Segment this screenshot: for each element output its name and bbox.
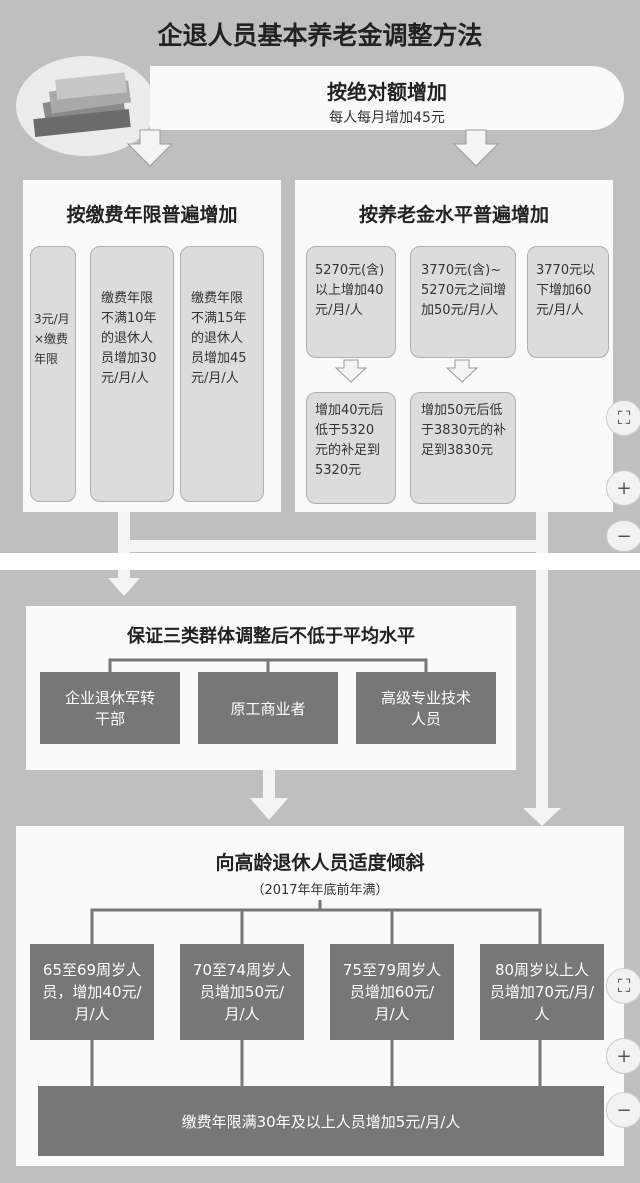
contribution-rule-1: 3元/月×缴费年限: [30, 246, 76, 502]
pension-rule-1: 5270元(含)以上增加40元/月/人: [306, 246, 396, 358]
elderly-subtitle: （2017年年底前年满）: [251, 883, 389, 898]
fixed-amount-subtitle: 每人每月增加45元: [329, 110, 445, 126]
fit-screen-button-lower[interactable]: ⛶: [606, 968, 640, 1004]
money-stack-icon: [16, 56, 156, 156]
age-65-69: 65至69周岁人员，增加40元/月/人: [30, 944, 154, 1040]
zoom-in-button-lower[interactable]: +: [606, 1038, 640, 1074]
zoom-out-button-lower[interactable]: −: [606, 1092, 640, 1128]
fixed-amount-box: 按绝对额增加 每人每月增加45元: [150, 66, 624, 130]
zoom-out-button[interactable]: −: [606, 520, 640, 552]
zoom-in-button[interactable]: +: [606, 470, 640, 506]
fixed-amount-title: 按绝对额增加: [327, 80, 447, 104]
contribution-years-title: 按缴费年限普遍增加: [66, 204, 238, 226]
age-70-74: 70至74周岁人员增加50元/月/人: [180, 944, 304, 1040]
group-military-cadres: 企业退休军转干部: [40, 672, 180, 744]
group-former-industrialists: 原工商业者: [198, 672, 338, 744]
pension-level-title: 按养老金水平普遍增加: [358, 204, 549, 226]
pension-rule-3: 3770元以下增加60元/月/人: [527, 246, 609, 358]
pension-topup-1: 增加40元后低于5320元的补足到5320元: [306, 392, 396, 504]
age-80-plus: 80周岁以上人员增加70元/月/人: [480, 944, 604, 1040]
guarantee-title: 保证三类群体调整后不低于平均水平: [127, 626, 415, 647]
elderly-title: 向高龄退休人员适度倾斜: [215, 852, 425, 874]
contribution-30-years-bar: 缴费年限满30年及以上人员增加5元/月/人: [38, 1086, 604, 1156]
pension-rule-2: 3770元(含)~5270元之间增加50元/月/人: [410, 246, 516, 358]
age-75-79: 75至79周岁人员增加60元/月/人: [330, 944, 454, 1040]
page-title: 企退人员基本养老金调整方法: [157, 21, 483, 50]
contribution-rule-2: 缴费年限不满10年的退休人员增加30元/月/人: [90, 246, 174, 502]
contribution-rule-3: 缴费年限不满15年的退休人员增加45元/月/人: [180, 246, 264, 502]
group-senior-professionals: 高级专业技术人员: [356, 672, 496, 744]
fit-screen-button[interactable]: ⛶: [606, 400, 640, 436]
pension-topup-2: 增加50元后低于3830元的补足到3830元: [410, 392, 516, 504]
